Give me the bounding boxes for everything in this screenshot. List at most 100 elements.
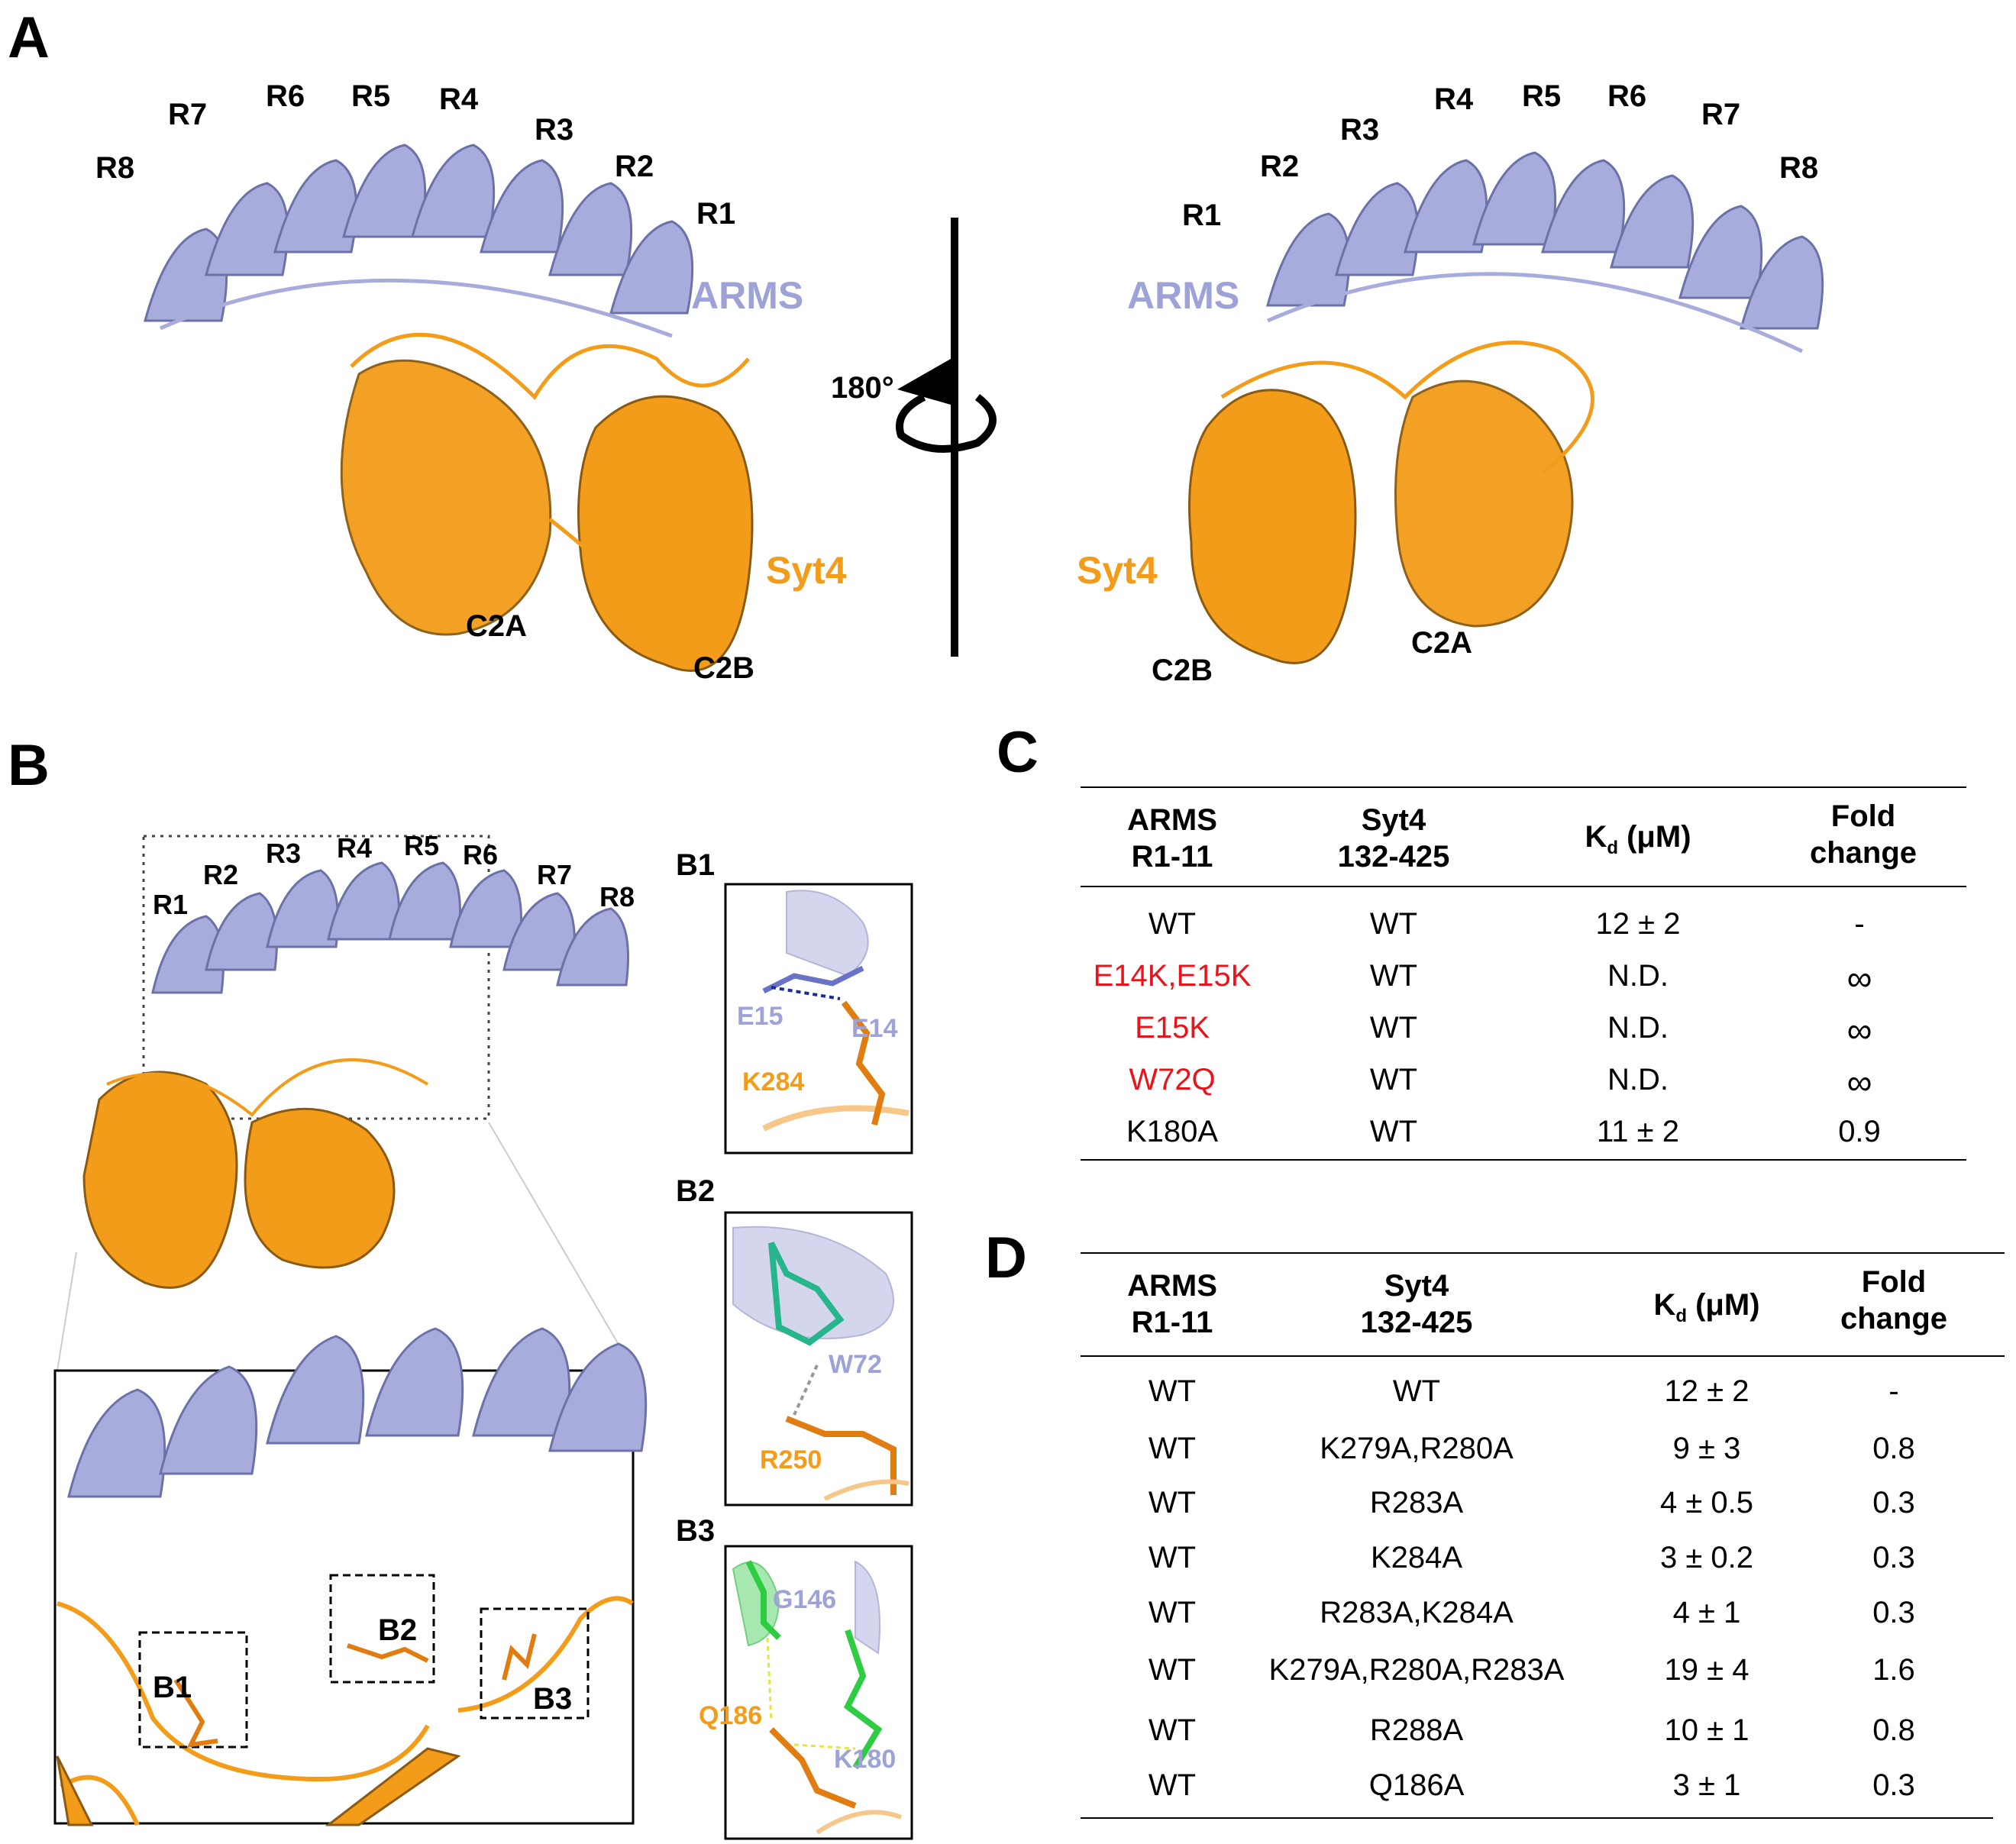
cell-kd: 4 ± 1 xyxy=(1672,1596,1741,1629)
cell-kd: 3 ± 1 xyxy=(1672,1768,1741,1802)
syt4-c2b-right xyxy=(1188,389,1357,664)
cell-arms: WT xyxy=(1148,1374,1197,1408)
cell-arms: WT xyxy=(1148,907,1197,941)
subpanel-b1 xyxy=(724,883,913,1155)
cell-arms: W72Q xyxy=(1129,1063,1216,1096)
cell-fold: 0.8 xyxy=(1872,1432,1915,1465)
cell-syt4: R283A xyxy=(1369,1486,1464,1519)
residue-g146: G146 xyxy=(773,1585,837,1614)
cell-kd: 19 ± 4 xyxy=(1664,1653,1749,1687)
box-label-b3: B3 xyxy=(533,1682,573,1716)
repeat-label-b: R2 xyxy=(203,859,239,890)
residue-k284: K284 xyxy=(742,1067,805,1096)
repeat-label-left: R3 xyxy=(535,113,574,147)
repeat-label-b: R3 xyxy=(266,838,302,869)
c2a-label-left: C2A xyxy=(466,609,528,643)
syt4-c2a-right xyxy=(1394,379,1574,628)
cell-syt4: WT xyxy=(1369,907,1418,941)
repeat-label-b: R5 xyxy=(404,830,440,861)
subpanel-title-b1: B1 xyxy=(676,848,716,882)
arms-helix-right xyxy=(1266,151,1824,330)
cell-fold: ∞ xyxy=(1846,1010,1872,1050)
table-c-header-kd: Kd (μM) xyxy=(1585,820,1691,858)
cell-kd: 11 ± 2 xyxy=(1597,1115,1679,1148)
cell-arms: WT xyxy=(1148,1541,1197,1574)
binding-table-c: ARMS R1-11 Syt4 132-425 Kd (μM) Fold cha… xyxy=(1081,786,1966,1168)
repeat-label-left: R7 xyxy=(168,98,208,131)
c2b-label-left: C2B xyxy=(693,651,755,685)
repeat-label-right: R5 xyxy=(1522,79,1562,113)
cell-arms: WT xyxy=(1148,1596,1197,1629)
binding-table-d: ARMS R1-11 Syt4 132-425 Kd (μM) Fold cha… xyxy=(1081,1252,2005,1825)
repeat-label-left: R6 xyxy=(266,79,305,113)
table-d-header-kd: Kd (μM) xyxy=(1653,1288,1760,1326)
cell-syt4: WT xyxy=(1369,1011,1418,1045)
table-d-header-fold: Fold change xyxy=(1840,1265,1948,1335)
panel-label-a: A xyxy=(8,5,50,70)
repeat-label-left: R4 xyxy=(439,82,479,116)
residue-k180: K180 xyxy=(834,1745,897,1774)
cell-kd: 10 ± 1 xyxy=(1664,1713,1749,1747)
cell-kd: 12 ± 2 xyxy=(1664,1374,1749,1408)
arms-label-left: ARMS xyxy=(691,274,804,317)
repeat-label-b: R8 xyxy=(599,881,635,912)
residue-q186: Q186 xyxy=(699,1701,763,1730)
cell-fold: ∞ xyxy=(1846,1062,1872,1102)
box-label-b2: B2 xyxy=(378,1613,418,1647)
cell-fold: 0.8 xyxy=(1872,1713,1915,1747)
cell-arms: E15K xyxy=(1135,1011,1210,1045)
cell-kd: N.D. xyxy=(1607,1011,1669,1045)
cell-arms: WT xyxy=(1148,1713,1197,1747)
table-d-header-syt4: Syt4 132-425 xyxy=(1360,1269,1473,1339)
subpanel-b3 xyxy=(724,1545,913,1840)
panel-a-structure-right xyxy=(1188,151,1824,664)
cell-fold: 0.3 xyxy=(1872,1768,1915,1802)
repeat-label-left: R8 xyxy=(95,151,135,185)
cell-fold: - xyxy=(1888,1374,1899,1408)
c2b-label-right: C2B xyxy=(1152,654,1213,687)
cell-syt4: K284A xyxy=(1370,1541,1463,1574)
repeat-label-right: R2 xyxy=(1260,150,1300,183)
residue-r250: R250 xyxy=(760,1445,822,1474)
rotation-label: 180° xyxy=(831,371,894,405)
cell-syt4: K279A,R280A,R283A xyxy=(1268,1653,1565,1687)
cell-kd: 9 ± 3 xyxy=(1672,1432,1741,1465)
residue-e15: E15 xyxy=(737,1002,783,1031)
arms-helix-left xyxy=(144,144,694,322)
repeat-label-left: R2 xyxy=(615,150,654,183)
repeat-label-right: R4 xyxy=(1434,82,1474,116)
c2a-label-right: C2A xyxy=(1411,626,1473,660)
cell-arms: K180A xyxy=(1126,1115,1219,1148)
cell-kd: N.D. xyxy=(1607,959,1669,993)
repeat-label-right: R8 xyxy=(1779,151,1819,185)
table-d-header-arms: ARMS R1-11 xyxy=(1127,1269,1217,1339)
cell-arms: WT xyxy=(1148,1653,1197,1687)
cell-fold: 1.6 xyxy=(1872,1653,1915,1687)
residue-e14: E14 xyxy=(851,1014,898,1043)
cell-syt4: K279A,R280A xyxy=(1320,1432,1514,1465)
cell-fold: 0.3 xyxy=(1872,1596,1915,1629)
cell-fold: - xyxy=(1854,907,1865,941)
cell-kd: 4 ± 0.5 xyxy=(1659,1486,1754,1519)
subpanel-b2 xyxy=(724,1211,913,1507)
subpanel-title-b3: B3 xyxy=(676,1514,716,1548)
cell-kd: 12 ± 2 xyxy=(1595,907,1681,941)
syt4-c2b-left xyxy=(577,395,754,672)
panel-label-c: C xyxy=(997,720,1039,785)
cell-syt4: R288A xyxy=(1369,1713,1464,1747)
table-c-header-fold: Fold change xyxy=(1809,799,1917,870)
cell-syt4: WT xyxy=(1369,1063,1418,1096)
cell-arms: WT xyxy=(1148,1486,1197,1519)
repeat-label-right: R1 xyxy=(1182,199,1222,232)
cell-syt4: WT xyxy=(1369,959,1418,993)
cell-fold: 0.9 xyxy=(1838,1115,1881,1148)
panel-b-overview xyxy=(53,835,648,1826)
rotation-axis xyxy=(896,218,997,657)
cell-arms: WT xyxy=(1148,1432,1197,1465)
panel-label-b: B xyxy=(8,733,50,798)
cell-arms: WT xyxy=(1148,1768,1197,1802)
table-c-header-arms: ARMS R1-11 xyxy=(1127,803,1217,874)
repeat-label-b: R4 xyxy=(337,832,373,864)
syt4-label-left: Syt4 xyxy=(766,549,847,592)
panel-label-d: D xyxy=(985,1226,1027,1290)
